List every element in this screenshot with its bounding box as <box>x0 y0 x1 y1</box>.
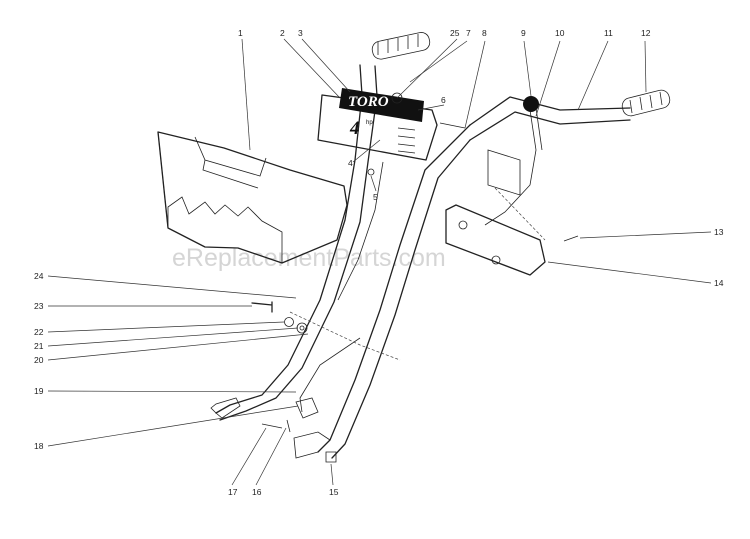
callout-11: 11 <box>604 28 613 38</box>
callout-21: 21 <box>34 341 44 351</box>
callout-9: 9 <box>521 28 526 38</box>
callout-2: 2 <box>280 28 285 38</box>
small-hardware <box>251 122 466 463</box>
callout-12: 12 <box>641 28 651 38</box>
decal-brand: TORO <box>348 94 389 110</box>
control-rod <box>299 337 361 413</box>
callout-16: 16 <box>252 487 262 497</box>
callout-13: 13 <box>714 227 724 237</box>
callout-23: 23 <box>34 301 44 311</box>
callout-24: 24 <box>34 271 44 281</box>
belt-shield <box>157 131 348 264</box>
leader-lines <box>47 38 712 486</box>
watermark-text: eReplacementParts.com <box>172 244 446 272</box>
throttle-knob <box>523 96 539 112</box>
callout-18: 18 <box>34 441 44 451</box>
throttle-control <box>484 96 543 226</box>
callout-15: 15 <box>329 487 339 497</box>
callout-5: 5 <box>373 192 378 202</box>
callout-17: 17 <box>228 487 238 497</box>
hidden-line <box>289 311 401 361</box>
decal-hp-suffix: hp <box>366 120 373 126</box>
callout-labels: 1 2 3 25 7 8 9 10 11 12 6 4 5 13 14 24 2… <box>34 28 724 497</box>
callout-19: 19 <box>34 386 44 396</box>
callout-22: 22 <box>34 327 44 337</box>
callout-6: 6 <box>441 95 446 105</box>
callout-7: 7 <box>466 28 471 38</box>
callout-14: 14 <box>714 278 724 288</box>
decal-hp: 4 <box>349 118 360 139</box>
right-handle-tube <box>293 89 671 459</box>
callout-4: 4 <box>348 158 353 168</box>
control-panel: TORO 4 hp <box>317 88 438 161</box>
callout-3: 3 <box>298 28 303 38</box>
callout-8: 8 <box>482 28 487 38</box>
decal-plate <box>339 88 424 122</box>
callout-1: 1 <box>238 28 243 38</box>
callout-20: 20 <box>34 355 44 365</box>
callout-10: 10 <box>555 28 565 38</box>
left-handle-tube <box>210 32 431 421</box>
mounting-bracket <box>445 149 579 276</box>
callout-25: 25 <box>450 28 460 38</box>
control-cable <box>337 161 384 301</box>
